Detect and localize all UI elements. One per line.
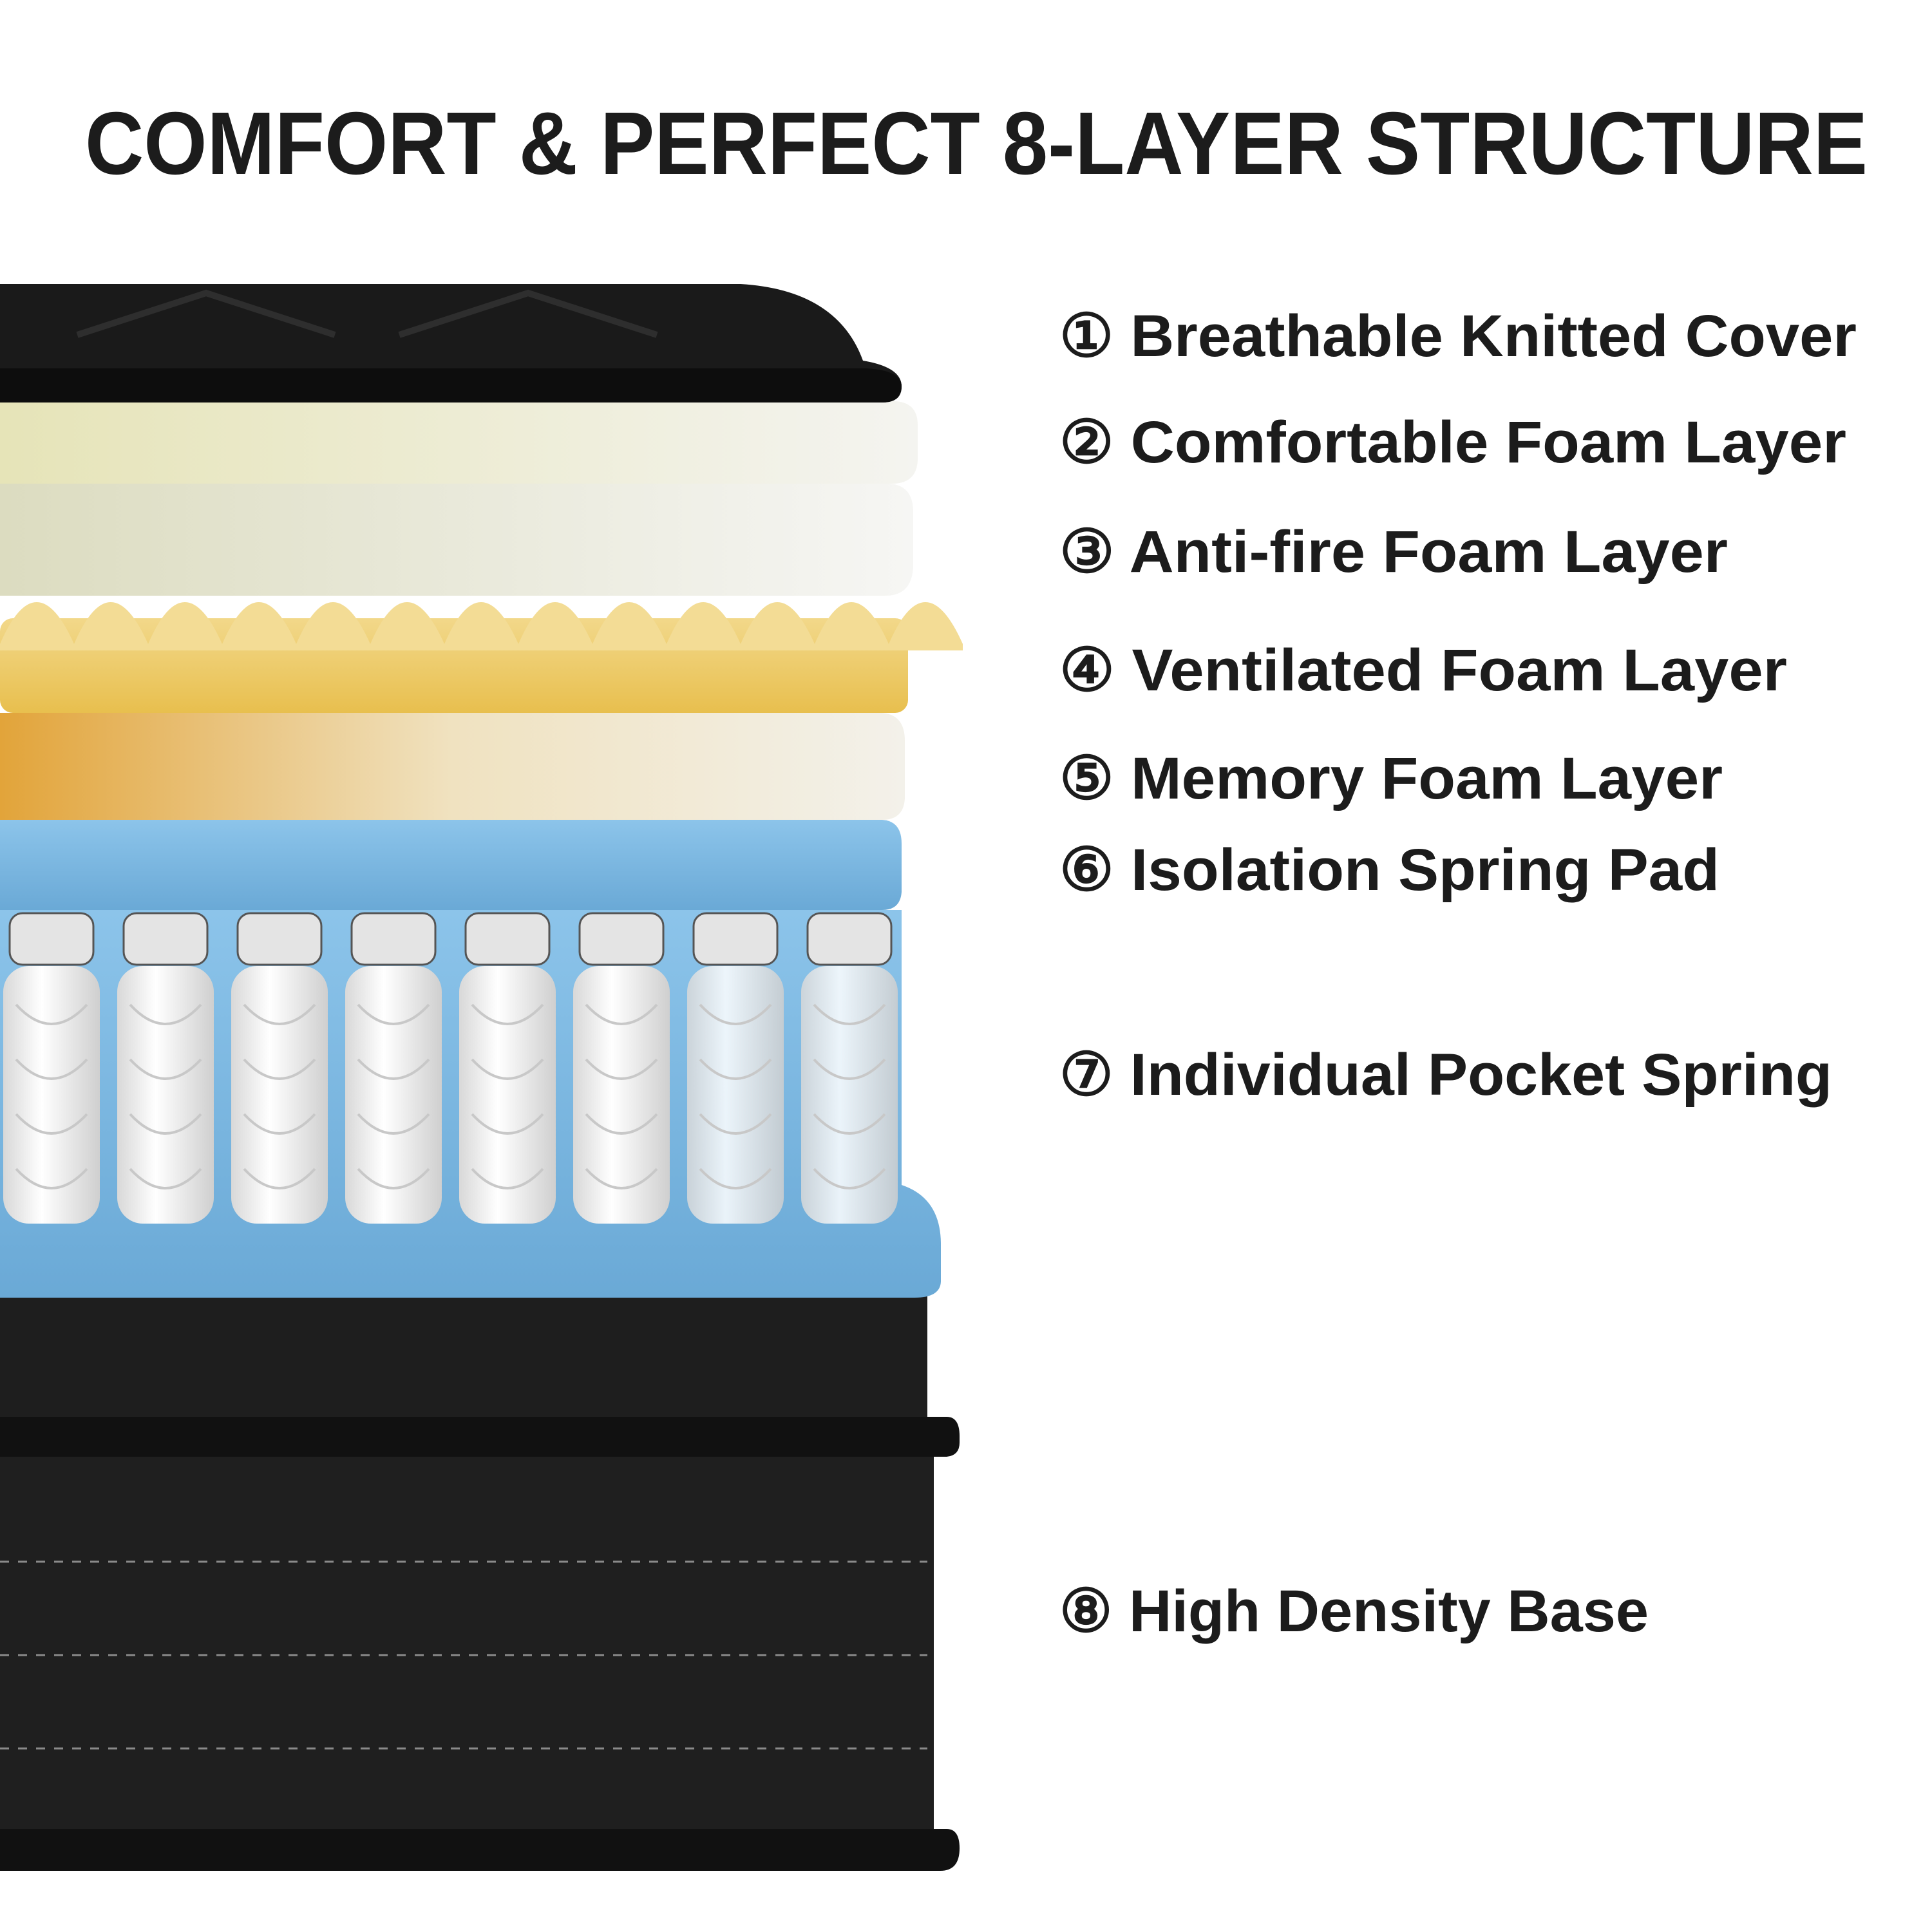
layer-name: Individual Pocket Spring <box>1130 1042 1832 1108</box>
spring-coil <box>243 1003 316 1025</box>
page-title: COMFORT & PERFECT 8-LAYER STRUCTURE <box>85 94 1868 193</box>
spring-coil <box>699 1168 772 1189</box>
pocket-spring-back <box>806 912 893 966</box>
layer-name: High Density Base <box>1129 1578 1649 1644</box>
spring-coil <box>585 1003 658 1025</box>
layer-label: ① Breathable Knitted Cover <box>1059 303 1857 369</box>
pocket-spring <box>801 966 898 1224</box>
pocket-spring-back <box>578 912 665 966</box>
layer-name: Anti-fire Foam Layer <box>1130 519 1728 585</box>
spring-coil <box>585 1113 658 1135</box>
spring-coil <box>129 1168 202 1189</box>
spring-coil <box>129 1003 202 1025</box>
layer-name: Comfortable Foam Layer <box>1131 410 1846 475</box>
layer-label: ⑤ Memory Foam Layer <box>1059 746 1723 811</box>
spring-coil <box>243 1168 316 1189</box>
layer-number: ⑤ <box>1059 746 1131 811</box>
spring-coil <box>813 1113 886 1135</box>
spring-coil <box>471 1113 544 1135</box>
spring-coil <box>357 1003 430 1025</box>
pocket-spring-back <box>8 912 95 966</box>
layer-name: Breathable Knitted Cover <box>1130 303 1857 369</box>
spring-coil <box>585 1058 658 1080</box>
spring-coil <box>15 1113 88 1135</box>
pocket-spring <box>459 966 556 1224</box>
layer-label: ④ Ventilated Foam Layer <box>1059 638 1787 703</box>
spring-coil <box>357 1113 430 1135</box>
layer-name: Isolation Spring Pad <box>1131 837 1719 903</box>
layer-number: ⑦ <box>1059 1042 1130 1108</box>
layer-name: Memory Foam Layer <box>1131 746 1723 811</box>
layer-number: ③ <box>1059 519 1130 585</box>
pocket-spring-back <box>692 912 779 966</box>
high-density-base <box>0 1288 960 1871</box>
pocket-spring <box>117 966 214 1224</box>
pocket-spring-back <box>122 912 209 966</box>
layer-number: ⑧ <box>1059 1578 1129 1644</box>
spring-coil <box>699 1058 772 1080</box>
spring-coil <box>699 1003 772 1025</box>
spring-coil <box>15 1058 88 1080</box>
spring-coil <box>129 1058 202 1080</box>
spring-coil <box>357 1058 430 1080</box>
spring-coil <box>813 1168 886 1189</box>
knitted-cover <box>0 284 902 402</box>
layer-number: ④ <box>1059 638 1132 703</box>
spring-coil <box>243 1058 316 1080</box>
layer-number: ① <box>1059 303 1130 369</box>
anti-fire-foam-layer <box>0 484 913 596</box>
pocket-spring <box>231 966 328 1224</box>
pocket-spring <box>573 966 670 1224</box>
spring-coil <box>585 1168 658 1189</box>
layer-label: ⑦ Individual Pocket Spring <box>1059 1042 1832 1108</box>
memory-foam-layer <box>0 713 905 820</box>
pocket-spring-back <box>350 912 437 966</box>
layer-number: ② <box>1059 410 1131 475</box>
spring-coil <box>813 1058 886 1080</box>
pocket-spring <box>3 966 100 1224</box>
spring-coil <box>129 1113 202 1135</box>
pocket-spring <box>687 966 784 1224</box>
pocket-spring-back <box>236 912 323 966</box>
pocket-spring-back <box>464 912 551 966</box>
spring-coil <box>813 1003 886 1025</box>
comfortable-foam-layer <box>0 401 918 484</box>
layer-label: ② Comfortable Foam Layer <box>1059 410 1846 475</box>
spring-coil <box>357 1168 430 1189</box>
spring-coil <box>471 1058 544 1080</box>
spring-coil <box>699 1113 772 1135</box>
spring-coil <box>15 1168 88 1189</box>
spring-coil <box>15 1003 88 1025</box>
layer-number: ⑥ <box>1059 837 1131 903</box>
layer-label: ⑧ High Density Base <box>1059 1578 1649 1644</box>
isolation-spring-pad <box>0 820 902 910</box>
pocket-springs <box>3 912 898 1224</box>
spring-coil <box>471 1003 544 1025</box>
pocket-spring <box>345 966 442 1224</box>
layer-label: ⑥ Isolation Spring Pad <box>1059 837 1719 903</box>
ventilated-foam-layer <box>0 602 963 713</box>
spring-coil <box>243 1113 316 1135</box>
layer-name: Ventilated Foam Layer <box>1132 638 1787 703</box>
layer-label: ③ Anti-fire Foam Layer <box>1059 519 1728 585</box>
spring-coil <box>471 1168 544 1189</box>
